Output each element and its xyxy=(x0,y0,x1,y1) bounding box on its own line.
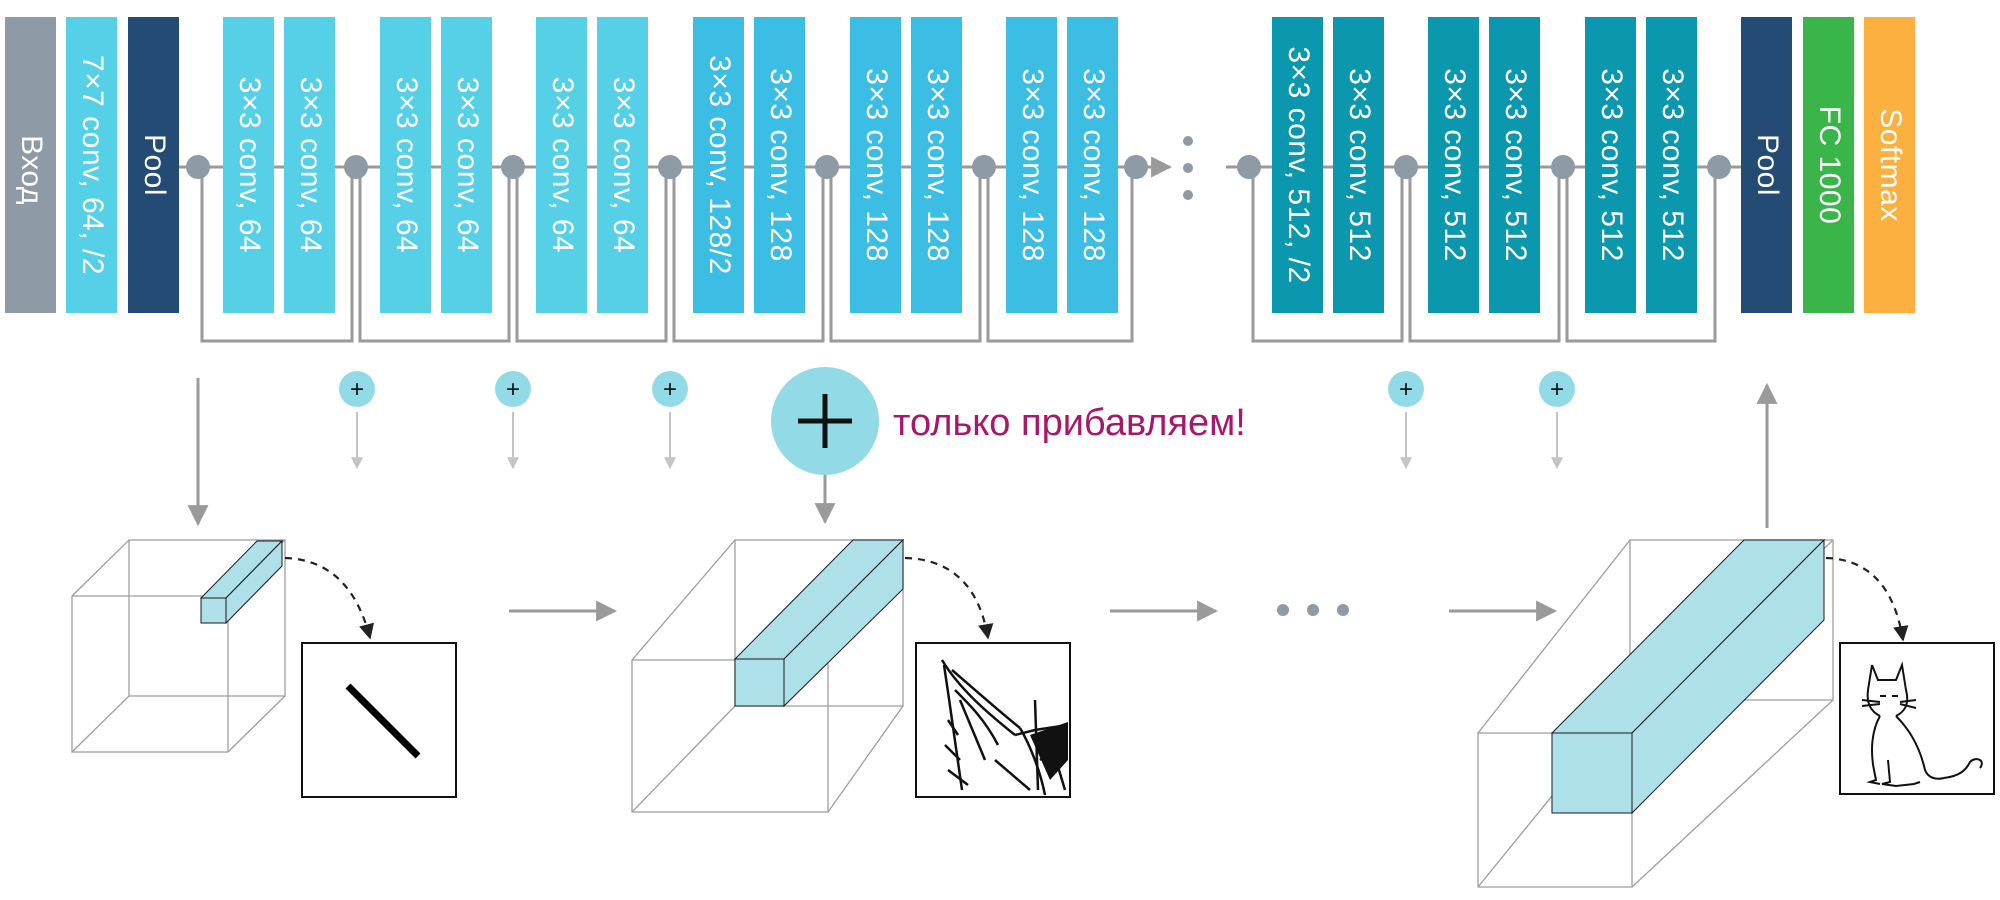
plus-icon: + xyxy=(339,371,375,470)
layer-block-14 xyxy=(1067,17,1118,313)
skip-connection-6 xyxy=(1251,167,1404,343)
layer-block-16 xyxy=(1333,17,1384,313)
layer-block-10 xyxy=(754,17,805,313)
junction-node-1 xyxy=(344,155,368,179)
layer-block-20 xyxy=(1646,17,1697,313)
skip-connection-4 xyxy=(829,167,982,343)
skip-connection-3 xyxy=(672,167,825,343)
layer-block-13 xyxy=(1006,17,1057,313)
plus-icon: + xyxy=(652,371,688,470)
skip-connections xyxy=(200,167,1717,343)
junction-node-0 xyxy=(186,155,210,179)
addition-markers: + + + + + xyxy=(339,371,1575,470)
junction-node-3 xyxy=(658,155,682,179)
diagonal-edge-icon xyxy=(345,683,421,759)
layer-block-6 xyxy=(441,17,492,313)
junction-node-4 xyxy=(815,155,839,179)
layer-block-4 xyxy=(284,17,335,313)
layer-block-2 xyxy=(128,17,179,313)
layer-block-1 xyxy=(66,17,117,313)
junction-node-10 xyxy=(1707,155,1731,179)
skip-connection-7 xyxy=(1408,167,1561,343)
skip-connection-2 xyxy=(515,167,668,343)
layer-block-0 xyxy=(5,17,56,313)
feature-highlight-3 xyxy=(1550,538,1826,815)
junction-node-2 xyxy=(501,155,525,179)
feature-patch-2 xyxy=(915,642,1071,798)
horizontal-ellipsis-icon xyxy=(1277,604,1349,616)
plus-symbol: + xyxy=(1550,376,1564,403)
junction-node-6 xyxy=(1124,155,1148,179)
junction-node-7 xyxy=(1237,155,1261,179)
layer-block-8 xyxy=(597,17,648,313)
layer-block-12 xyxy=(911,17,962,313)
plus-symbol: + xyxy=(350,376,364,403)
plus-symbol: + xyxy=(1399,376,1413,403)
layer-block-15 xyxy=(1272,17,1323,313)
layer-block-22 xyxy=(1803,17,1854,313)
layer-block-5 xyxy=(380,17,431,313)
plus-symbol: + xyxy=(663,376,677,403)
caption-text: только прибавляем! xyxy=(893,402,1246,444)
plus-icon: + xyxy=(495,371,531,470)
feature-patch-3 xyxy=(1839,642,1995,795)
layer-block-23 xyxy=(1864,17,1915,313)
layer-blocks xyxy=(5,17,1915,313)
junction-nodes xyxy=(186,155,1731,179)
feature-volume-3 xyxy=(1477,538,1995,888)
junction-node-5 xyxy=(972,155,996,179)
junction-node-8 xyxy=(1394,155,1418,179)
layer-block-18 xyxy=(1489,17,1540,313)
layer-block-7 xyxy=(536,17,587,313)
ellipsis-icon xyxy=(1183,136,1193,200)
big-plus-marker xyxy=(771,367,879,525)
cat-sketch-icon xyxy=(1861,661,1983,788)
skip-connection-8 xyxy=(1565,167,1717,343)
junction-node-9 xyxy=(1551,155,1575,179)
feature-highlight-1 xyxy=(199,539,284,625)
feature-volume-1 xyxy=(71,539,457,798)
feature-highlight-2 xyxy=(733,538,905,708)
plus-icon: + xyxy=(1539,371,1575,470)
skip-connection-0 xyxy=(200,167,354,343)
layer-block-17 xyxy=(1428,17,1479,313)
feature-volume-2 xyxy=(631,538,1071,813)
skip-connection-1 xyxy=(358,167,511,343)
layer-block-21 xyxy=(1741,17,1792,313)
layer-block-19 xyxy=(1585,17,1636,313)
skip-connection-5 xyxy=(986,167,1134,343)
plus-symbol: + xyxy=(506,376,520,403)
layer-block-11 xyxy=(850,17,901,313)
layer-block-9 xyxy=(693,17,744,313)
plus-icon: + xyxy=(1388,371,1424,470)
layer-block-3 xyxy=(223,17,274,313)
